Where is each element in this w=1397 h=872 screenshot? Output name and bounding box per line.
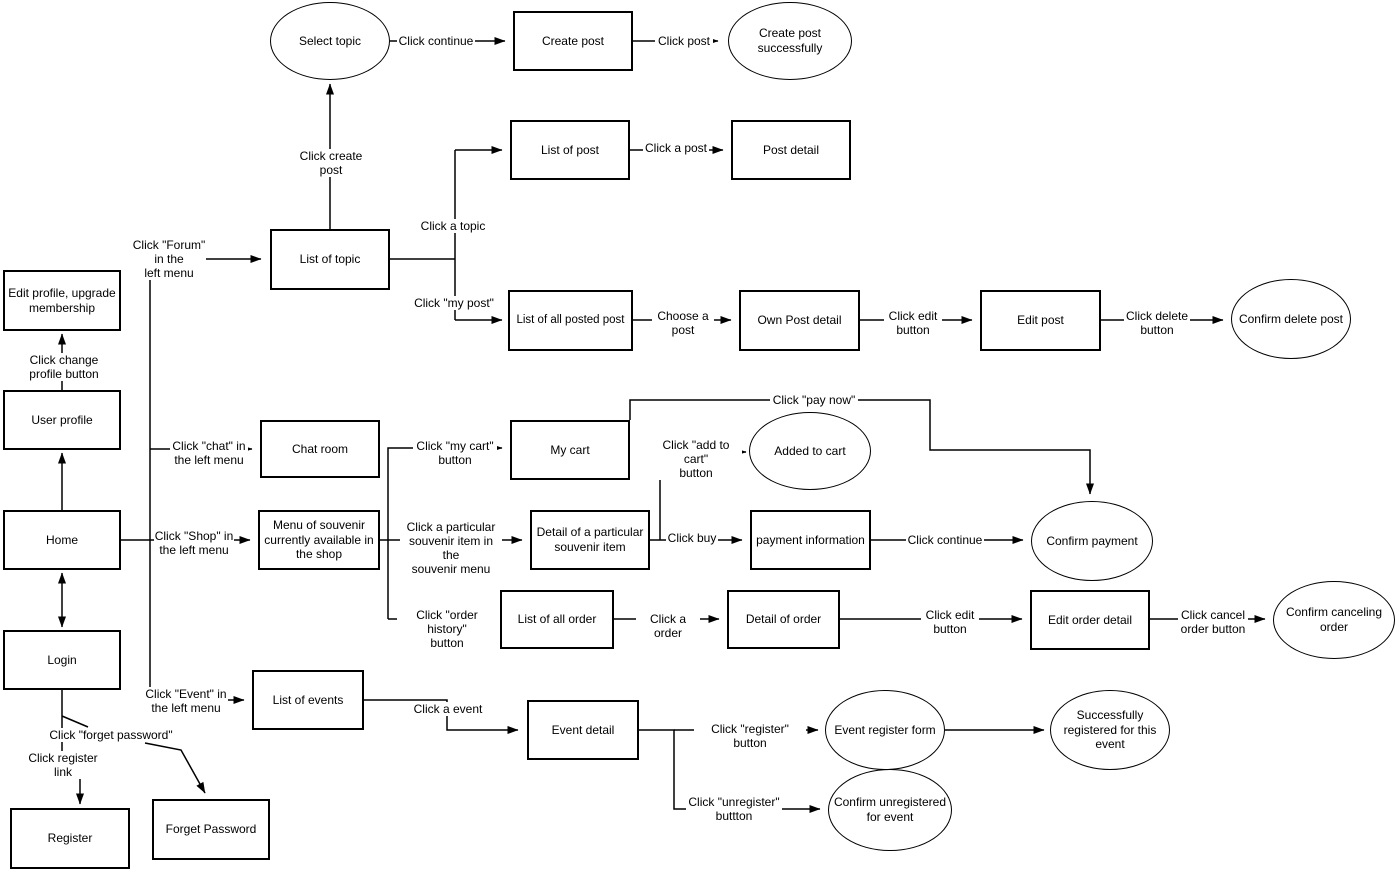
edge-label-click-a-post: Click a post (643, 141, 709, 156)
node-detail-of-souvenir[interactable]: Detail of a particular souvenir item (530, 510, 650, 570)
edge-label-click-change-profile: Click change profile button (26, 353, 102, 382)
edge-label-click-add-to-cart: Click "add to cart" button (650, 438, 742, 481)
edge-label-click-register-link: Click register link (28, 751, 98, 780)
node-detail-of-order[interactable]: Detail of order (727, 590, 840, 649)
node-login[interactable]: Login (3, 630, 121, 690)
edge-label-click-pay-now: Click "pay now" (770, 393, 858, 408)
node-confirm-canceling-order[interactable]: Confirm canceling order (1273, 581, 1395, 659)
node-list-of-all-posted-post[interactable]: List of all posted post (508, 290, 633, 351)
edge-label-click-cancel-order: Click cancel order button (1178, 608, 1248, 637)
edge-label-choose-a-post: Choose a post (652, 309, 714, 338)
edge-label-click-post: Click post (655, 34, 713, 49)
node-payment-information[interactable]: payment information (750, 510, 871, 570)
edge-label-click-continue: Click continue (397, 34, 475, 49)
edge-label-click-order-history: Click "order history" button (397, 608, 497, 651)
node-select-topic[interactable]: Select topic (270, 2, 390, 80)
node-event-detail[interactable]: Event detail (527, 700, 639, 760)
edge-label-click-edit-button-post: Click edit button (884, 309, 942, 338)
edge-label-click-a-order: Click a order (636, 612, 700, 641)
node-edit-profile[interactable]: Edit profile, upgrade membership (3, 270, 121, 331)
edge-label-click-chat: Click "chat" in the left menu (170, 439, 248, 468)
edge-label-click-create-post: Click create post (295, 149, 367, 178)
node-register[interactable]: Register (10, 808, 130, 869)
node-user-profile[interactable]: User profile (3, 390, 121, 450)
node-create-post-successfully[interactable]: Create post successfully (728, 2, 852, 80)
node-own-post-detail[interactable]: Own Post detail (739, 290, 860, 351)
node-confirm-payment[interactable]: Confirm payment (1031, 501, 1153, 581)
node-create-post[interactable]: Create post (513, 11, 633, 71)
edge-login-slant (61, 715, 89, 728)
node-edit-order-detail[interactable]: Edit order detail (1030, 590, 1150, 650)
node-confirm-unregistered[interactable]: Confirm unregistered for event (828, 769, 952, 851)
edge-label-click-particular-souvenir: Click a particular souvenir item in the … (400, 520, 502, 577)
edge-label-click-forget-password: Click "forget password" (48, 728, 174, 743)
edge-label-click-shop: Click "Shop" in the left menu (154, 529, 234, 558)
edge-forgetpassword-arrow (144, 742, 206, 794)
edge-paynow (629, 399, 1094, 495)
edge-label-click-a-topic: Click a topic (415, 219, 491, 234)
node-menu-of-souvenir[interactable]: Menu of souvenir currently available in … (258, 510, 380, 570)
edge-label-click-continue-payment: Click continue (906, 533, 984, 548)
node-chat-room[interactable]: Chat room (260, 420, 380, 478)
edge-label-click-forum: Click "Forum" in the left menu (132, 238, 206, 281)
node-edit-post[interactable]: Edit post (980, 290, 1101, 351)
edge-label-click-my-post: Click "my post" (412, 296, 496, 311)
node-my-cart[interactable]: My cart (510, 420, 630, 480)
node-successfully-registered[interactable]: Successfully registered for this event (1050, 690, 1170, 770)
node-post-detail[interactable]: Post detail (731, 120, 851, 180)
edge-label-click-edit-button-order: Click edit button (921, 608, 979, 637)
node-event-register-form[interactable]: Event register form (825, 690, 945, 770)
edge-label-click-a-event: Click a event (413, 702, 483, 717)
edge-label-click-register: Click "register" button (694, 722, 806, 751)
edge-label-click-delete-button: Click delete button (1124, 309, 1190, 338)
node-home[interactable]: Home (3, 510, 121, 570)
edge-label-click-event: Click "Event" in the left menu (144, 687, 228, 716)
edge-trunk-and-forum (149, 255, 262, 700)
node-list-of-topic[interactable]: List of topic (270, 229, 390, 290)
node-list-of-events[interactable]: List of events (252, 670, 364, 730)
edge-label-click-buy: Click buy (666, 531, 718, 546)
edge-label-click-my-cart: Click "my cart" button (413, 439, 497, 468)
node-list-of-all-order[interactable]: List of all order (500, 590, 614, 649)
node-forget-password[interactable]: Forget Password (152, 799, 270, 860)
node-added-to-cart[interactable]: Added to cart (749, 412, 871, 490)
edge-label-click-unregister: Click "unregister" buttton (686, 795, 782, 824)
node-confirm-delete-post[interactable]: Confirm delete post (1231, 279, 1351, 359)
node-list-of-post[interactable]: List of post (510, 120, 630, 180)
